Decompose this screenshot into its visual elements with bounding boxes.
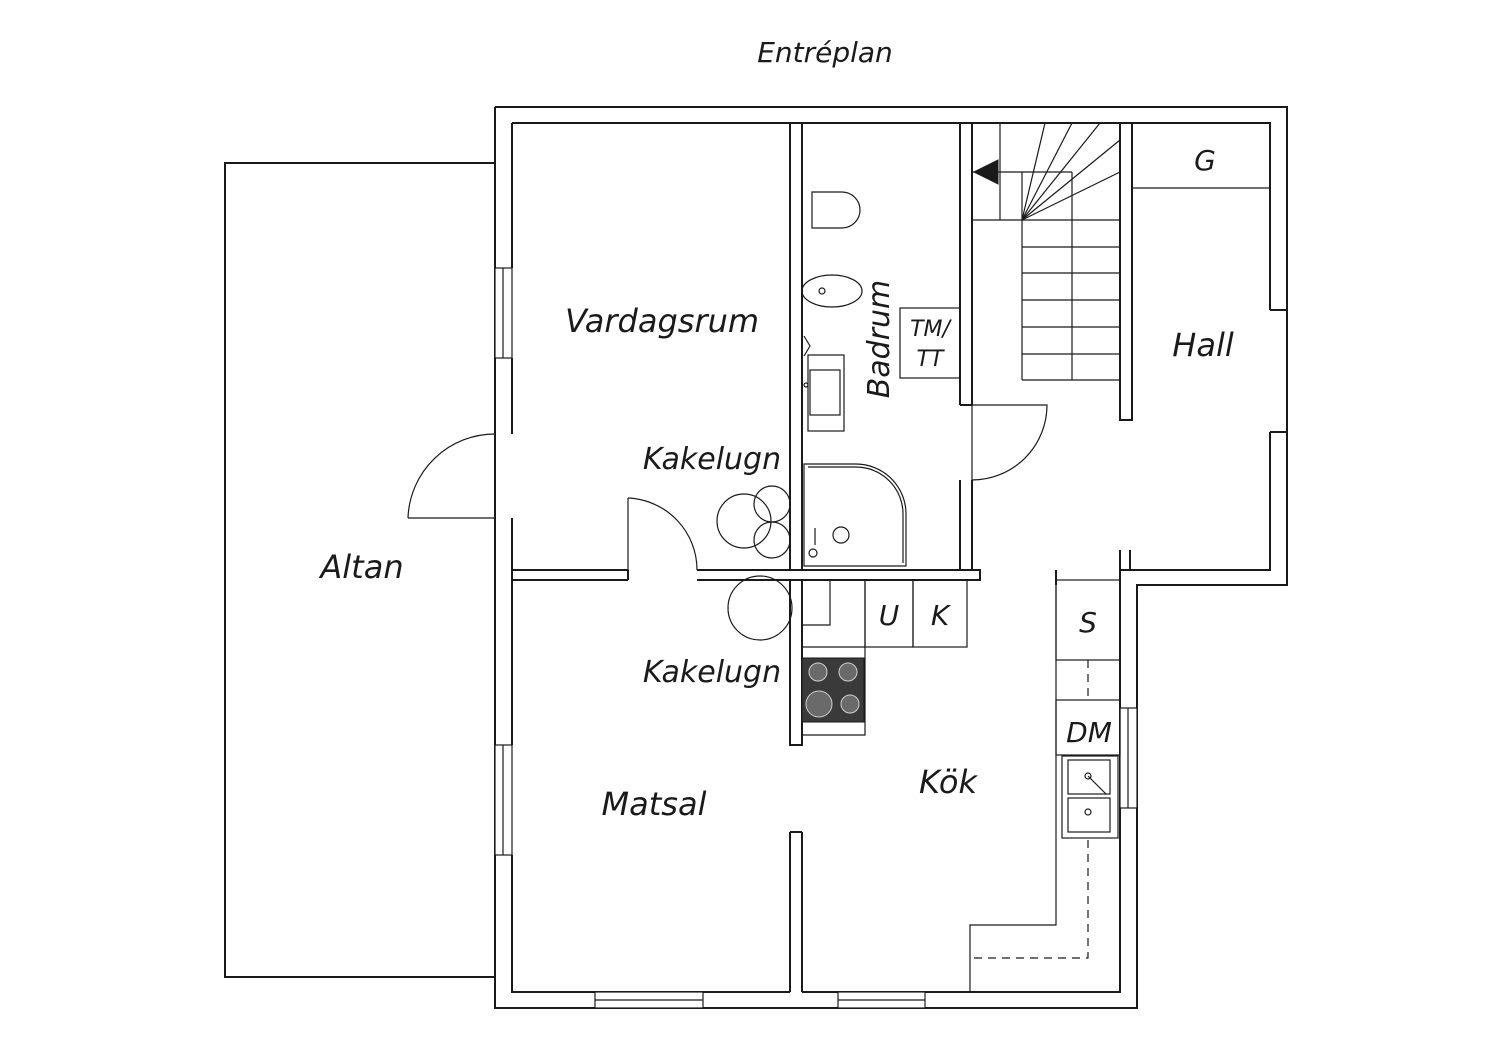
room-label-kakelugn-lower: Kakelugn (643, 655, 781, 690)
k-label: K (931, 599, 952, 632)
kakelugn-lower (727, 575, 793, 641)
hall-wardrobe: G (1132, 144, 1270, 189)
tm-label-line2: TT (917, 347, 945, 372)
staircase (972, 122, 1121, 381)
altan-deck (224, 162, 495, 978)
room-label-matsal: Matsal (602, 785, 707, 823)
kitchen-sink (1061, 755, 1119, 839)
u-label: U (879, 599, 900, 632)
bidet-basin (801, 274, 863, 308)
room-label-altan: Altan (318, 548, 403, 586)
wc-toilet (811, 191, 861, 229)
room-label-vardagsrum: Vardagsrum (565, 302, 759, 340)
bathroom-sink (803, 335, 845, 432)
room-label-kok: Kök (919, 763, 978, 801)
kitchen-counter-top: U K (802, 579, 968, 736)
washer-dryer-box: TM/ TT (899, 307, 961, 379)
s-label: S (1079, 606, 1097, 639)
kitchen-counter-right: S DM (969, 579, 1121, 992)
room-label-badrum: Badrum (862, 280, 897, 399)
exterior-walls (494, 106, 1288, 1009)
dm-label: DM (1066, 716, 1112, 749)
room-label-kakelugn-upper: Kakelugn (643, 442, 781, 477)
doors (407, 404, 1048, 571)
tm-label-line1: TM/ (910, 317, 952, 342)
room-label-hall: Hall (1172, 326, 1234, 364)
plan-title: Entréplan (757, 36, 893, 69)
windows (494, 267, 1138, 1009)
g-label: G (1194, 144, 1216, 177)
stove-hob (801, 657, 865, 723)
shower-cabin (803, 463, 907, 567)
kakelugn-upper (716, 485, 791, 559)
